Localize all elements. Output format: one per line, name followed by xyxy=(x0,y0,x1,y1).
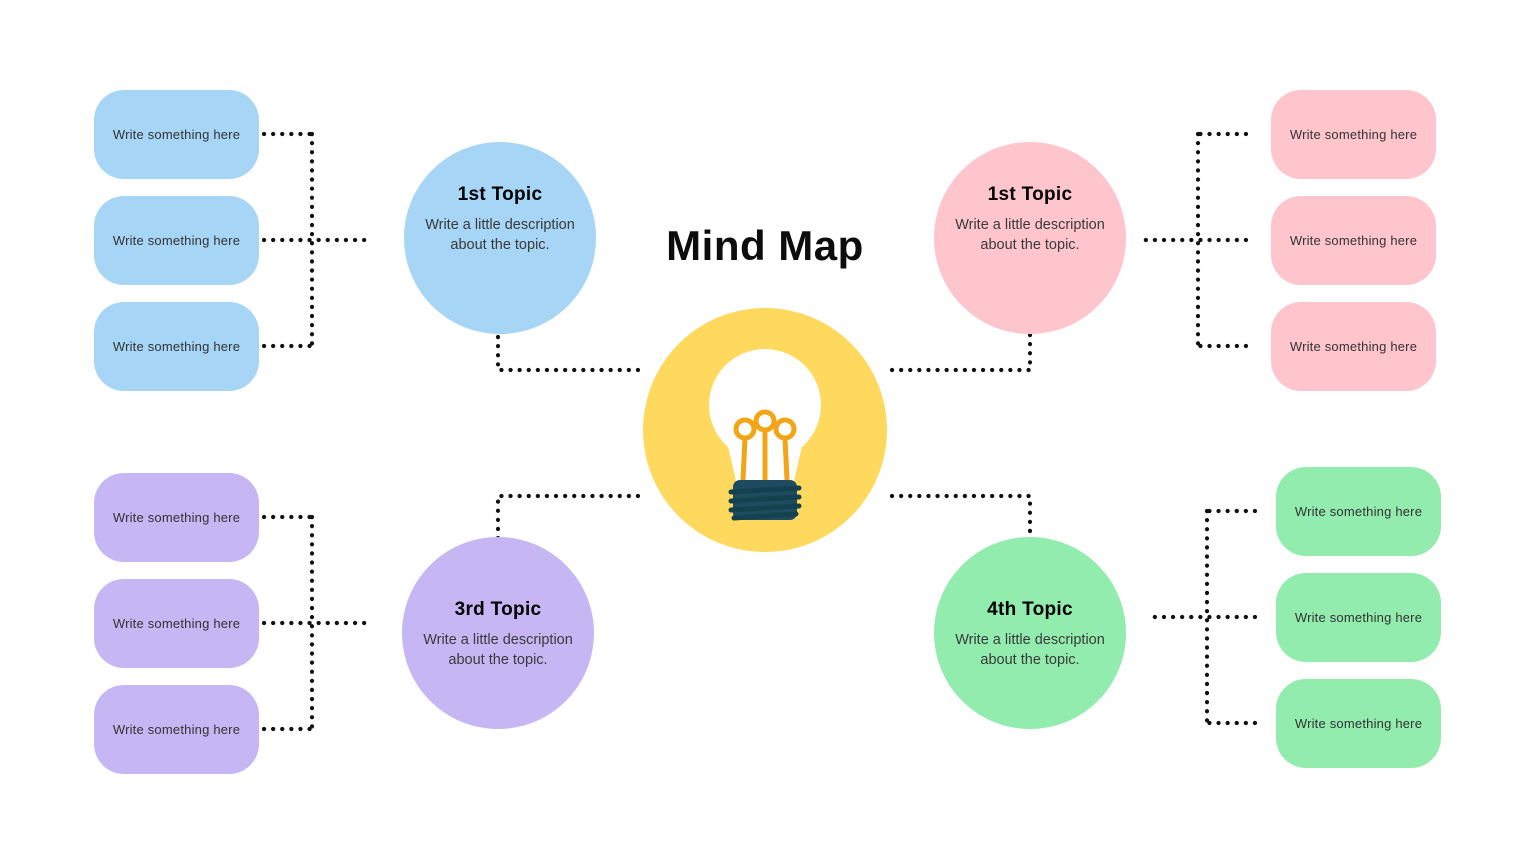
note-box[interactable]: Write something here xyxy=(1271,90,1436,179)
page-title: Mind Map xyxy=(666,222,864,269)
note-text: Write something here xyxy=(112,233,241,248)
connector-green-branches xyxy=(1145,508,1258,726)
note-box[interactable]: Write something here xyxy=(1276,679,1441,768)
note-box[interactable]: Write something here xyxy=(1271,302,1436,391)
connector-pink-branches xyxy=(1138,131,1249,349)
note-text: Write something here xyxy=(1294,610,1423,625)
lightbulb-icon xyxy=(709,349,821,521)
note-text: Write something here xyxy=(1289,127,1418,142)
note-text: Write something here xyxy=(1289,339,1418,354)
topic-description: Write a little description about the top… xyxy=(955,632,1105,668)
note-text: Write something here xyxy=(112,510,241,525)
note-box[interactable]: Write something here xyxy=(1271,196,1436,285)
note-text: Write something here xyxy=(1294,504,1423,519)
topic-description: Write a little description about the top… xyxy=(955,217,1105,253)
note-box[interactable]: Write something here xyxy=(94,685,259,774)
connector-blue-branches xyxy=(261,131,371,349)
topic-circle-top-right[interactable]: 1st Topic Write a little description abo… xyxy=(934,142,1126,334)
connector-purple-branches xyxy=(261,514,371,732)
note-box[interactable]: Write something here xyxy=(1276,573,1441,662)
topic-circle-bottom-left[interactable]: 3rd Topic Write a little description abo… xyxy=(402,537,594,729)
note-box[interactable]: Write something here xyxy=(94,196,259,285)
note-box[interactable]: Write something here xyxy=(1276,467,1441,556)
topic-title: 4th Topic xyxy=(987,599,1073,620)
topic-title: 1st Topic xyxy=(987,184,1073,205)
note-box[interactable]: Write something here xyxy=(94,579,259,668)
note-text: Write something here xyxy=(112,339,241,354)
topic-title: 3rd Topic xyxy=(454,599,542,620)
note-text: Write something here xyxy=(112,127,241,142)
central-hub-circle[interactable] xyxy=(643,308,887,552)
topic-title: 1st Topic xyxy=(457,184,543,205)
note-text: Write something here xyxy=(112,616,241,631)
note-box[interactable]: Write something here xyxy=(94,90,259,179)
topic-circle-bottom-right[interactable]: 4th Topic Write a little description abo… xyxy=(934,537,1126,729)
note-text: Write something here xyxy=(112,722,241,737)
topic-circle-top-left[interactable]: 1st Topic Write a little description abo… xyxy=(404,142,596,334)
note-text: Write something here xyxy=(1289,233,1418,248)
note-box[interactable]: Write something here xyxy=(94,302,259,391)
note-box[interactable]: Write something here xyxy=(94,473,259,562)
note-text: Write something here xyxy=(1294,716,1423,731)
topic-description: Write a little description about the top… xyxy=(425,217,575,253)
topic-description: Write a little description about the top… xyxy=(423,632,573,668)
